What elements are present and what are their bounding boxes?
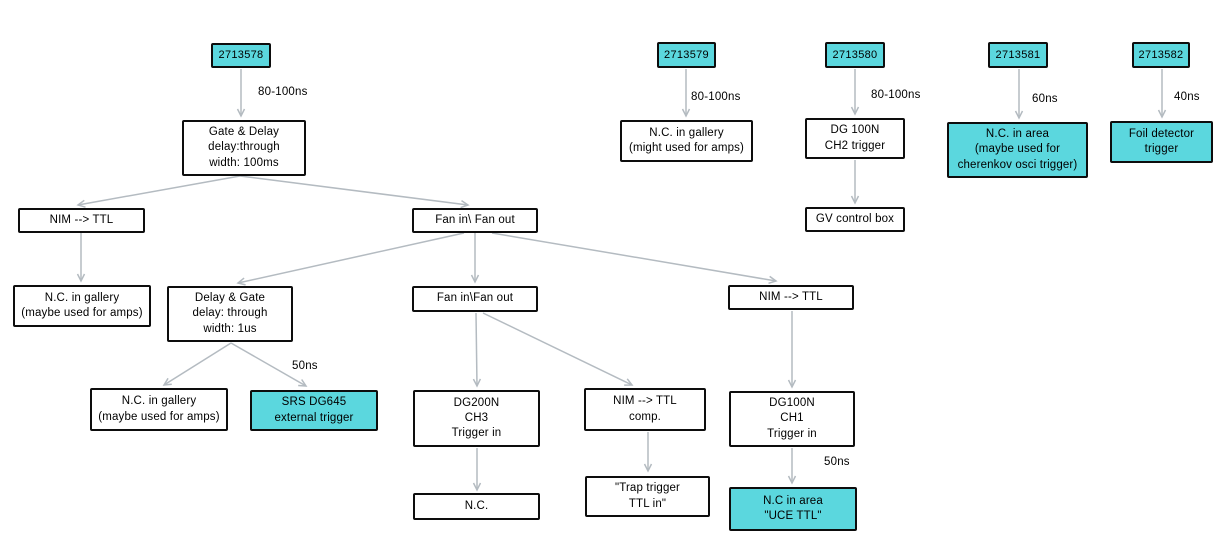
- arrow-fan1-to-delay-gate: [236, 232, 465, 286]
- node-nim-ttl-right: NIM --> TTL: [728, 285, 854, 310]
- node-fan-in-out-1: Fan in\ Fan out: [412, 208, 538, 233]
- node-nim-ttl-left: NIM --> TTL: [18, 208, 145, 233]
- edge-label-delay-2713580: 80-100ns: [871, 89, 921, 101]
- node-trigger-id-2713581: 2713581: [988, 42, 1048, 68]
- node-trap-trigger: "Trap trigger TTL in": [585, 476, 710, 517]
- node-trigger-id-2713580: 2713580: [825, 42, 885, 68]
- node-trigger-id-2713578: 2713578: [211, 43, 271, 68]
- edge-label-delay-uce: 50ns: [824, 456, 850, 468]
- arrow-gate-delay-to-fan1: [239, 175, 470, 209]
- node-trigger-id-2713579: 2713579: [657, 42, 716, 68]
- node-trigger-id-2713582: 2713582: [1132, 42, 1190, 68]
- edge-label-delay-2713578: 80-100ns: [258, 86, 308, 98]
- node-foil-detector: Foil detector trigger: [1110, 121, 1213, 163]
- node-dg100n-ch2: DG 100N CH2 trigger: [805, 118, 905, 159]
- node-nc-gallery-might: N.C. in gallery (might used for amps): [620, 120, 753, 162]
- node-nc: N.C.: [413, 493, 540, 520]
- node-dg200n-ch3: DG200N CH3 Trigger in: [413, 390, 540, 447]
- node-nc-gallery-maybe-2: N.C. in gallery (maybe used for amps): [90, 388, 228, 431]
- node-delay-gate: Delay & Gate delay: through width: 1us: [167, 286, 293, 342]
- node-dg100n-ch1: DG100N CH1 Trigger in: [729, 391, 855, 447]
- arrow-fan2-to-dg200n: [472, 312, 482, 388]
- node-nc-area-cherenkov: N.C. in area (maybe used for cherenkov o…: [947, 122, 1088, 178]
- arrow-fan2-to-nim-ttl-comp: [482, 312, 634, 386]
- edge-label-delay-2713582: 40ns: [1174, 91, 1200, 103]
- node-nc-gallery-maybe-1: N.C. in gallery (maybe used for amps): [13, 285, 151, 327]
- arrow-fan1-to-nim-ttl-right: [491, 232, 778, 285]
- node-fan-in-out-2: Fan in\Fan out: [412, 286, 538, 312]
- arrow-gate-delay-to-nim-ttl-left: [76, 175, 241, 208]
- node-srs-dg645: SRS DG645 external trigger: [250, 390, 378, 431]
- node-gate-delay: Gate & Delay delay:through width: 100ms: [182, 120, 306, 176]
- edge-label-delay-2713581: 60ns: [1032, 93, 1058, 105]
- edge-label-delay-2713579: 80-100ns: [691, 91, 741, 103]
- arrow-delay-gate-to-srs: [230, 342, 308, 387]
- edge-label-delay-srs: 50ns: [292, 360, 318, 372]
- node-nc-area-uce: N.C in area "UCE TTL": [729, 487, 857, 531]
- node-gv-control-box: GV control box: [805, 207, 905, 232]
- node-nim-ttl-comp: NIM --> TTL comp.: [584, 388, 706, 431]
- arrow-delay-gate-to-nc-gallery-2: [162, 342, 232, 386]
